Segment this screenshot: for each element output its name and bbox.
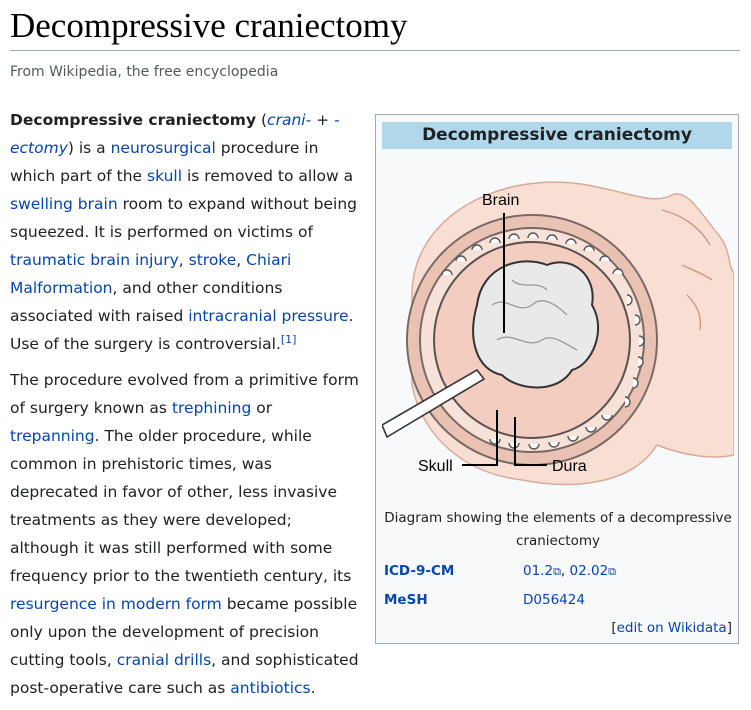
- craniectomy-diagram[interactable]: Brain Skull Dura: [380, 155, 735, 495]
- edit-on-wikidata: [edit on Wikidata]: [611, 620, 732, 636]
- external-link-icon: ⧉: [553, 565, 561, 578]
- link-chiari-malformation[interactable]: Chiari Malformation: [10, 251, 292, 297]
- link-stroke[interactable]: stroke: [188, 251, 237, 269]
- link-intracranial-pressure[interactable]: intracranial pressure: [188, 307, 349, 325]
- tagline: From Wikipedia, the free encyclopedia: [10, 64, 279, 80]
- mesh-code[interactable]: D056424: [523, 592, 585, 608]
- lead-term: Decompressive craniectomy: [10, 111, 257, 129]
- page-title: Decompressive craniectomy: [10, 6, 408, 45]
- infobox: Decompressive craniectomy: [375, 114, 739, 644]
- surgical-instrument: [380, 368, 486, 439]
- edit-on-wikidata-link[interactable]: edit on Wikidata: [616, 620, 727, 636]
- reference-1[interactable]: [1]: [280, 332, 297, 346]
- face-lines: [661, 209, 713, 331]
- link-skull[interactable]: skull: [147, 167, 183, 185]
- label-brain: Brain: [482, 192, 519, 209]
- label-dura: Dura: [552, 458, 587, 475]
- link-traumatic-brain-injury[interactable]: traumatic brain injury: [10, 251, 179, 269]
- skull-leader: [462, 410, 498, 466]
- label-skull: Skull: [418, 458, 453, 475]
- icd9-code-1[interactable]: 01.2: [523, 563, 554, 579]
- link-cranial-drills[interactable]: cranial drills: [116, 651, 212, 669]
- link-neurosurgical[interactable]: neurosurgical: [110, 139, 216, 157]
- link-trepanning[interactable]: trepanning: [10, 427, 95, 445]
- link-trephining[interactable]: trephining: [171, 399, 252, 417]
- paragraph-intro: Decompressive craniectomy (crani- + -ect…: [10, 111, 357, 353]
- icd9-label[interactable]: ICD-9-CM: [384, 563, 455, 579]
- link-antibiotics[interactable]: antibiotics: [230, 679, 311, 697]
- link-crani[interactable]: crani-: [267, 111, 312, 129]
- title-divider: [10, 50, 740, 51]
- icd9-code-2[interactable]: 02.02: [569, 563, 609, 579]
- infobox-title: Decompressive craniectomy: [382, 122, 732, 149]
- article-body: Decompressive craniectomy (crani- + -ect…: [10, 106, 365, 710]
- diagram-illustration: Brain Skull Dura: [380, 181, 735, 486]
- mesh-label[interactable]: MeSH: [384, 592, 428, 608]
- suture-bumps: [441, 232, 645, 450]
- diagram-caption: Diagram showing the elements of a decomp…: [384, 510, 732, 549]
- link-resurgence[interactable]: resurgence in modern form: [10, 595, 222, 613]
- icd9-values: 01.2⧉, 02.02⧉: [523, 563, 617, 579]
- paragraph-history: The procedure evolved from a primitive f…: [10, 371, 359, 697]
- link-ectomy[interactable]: -ectomy: [10, 111, 340, 157]
- link-swelling-brain[interactable]: swelling brain: [10, 195, 118, 213]
- dura-leader: [514, 417, 547, 466]
- external-link-icon: ⧉: [608, 565, 617, 578]
